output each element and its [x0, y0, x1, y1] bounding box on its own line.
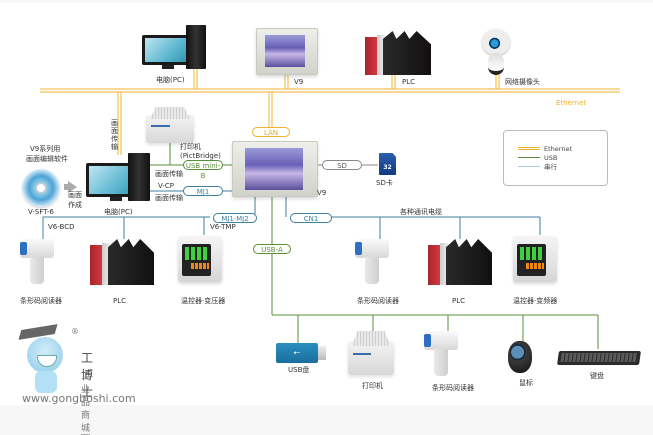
v6-bcd-label: V6-BCD — [48, 223, 75, 231]
lan-pill: LAN — [252, 127, 290, 137]
arrow-label-1: 画面 — [68, 191, 82, 199]
printer-label-2: (PictBridge) — [180, 152, 221, 160]
plc-top-label: PLC — [402, 78, 416, 86]
printer-icon — [348, 330, 394, 375]
software-product: V-SFT-6 — [28, 208, 54, 216]
left-tmp-label: 温控器·变压器 — [181, 297, 226, 305]
right-barcode-label: 条形码阅读器 — [357, 297, 399, 305]
usb-mini-label: 画面传输 — [155, 170, 183, 178]
monitor-icon — [142, 35, 194, 65]
sd-capacity: 32 — [383, 164, 392, 171]
left-plc-label: PLC — [113, 297, 127, 305]
usb-drive-icon: ⭠ — [276, 343, 318, 363]
pc-top-label: 电脑(PC) — [156, 76, 185, 84]
keyboard-label: 键盘 — [590, 372, 604, 380]
registered-mark: ® — [71, 327, 79, 336]
serial-lines — [42, 190, 541, 239]
barcode-reader-icon — [20, 239, 54, 287]
software-line2: 画面编辑软件 — [26, 155, 68, 163]
plc-icon — [90, 239, 154, 285]
ethernet-bus-label: Ethernet — [556, 99, 587, 107]
sd-pill: SD — [322, 160, 362, 170]
v9-center-hmi — [232, 141, 318, 197]
usb-a-pill: USB-A — [253, 244, 291, 254]
temp-controller-icon — [178, 236, 222, 282]
usb-drive-label: USB盘 — [288, 366, 310, 374]
webcam-label: 网络摄像头 — [505, 78, 540, 86]
sd-card-label: SD卡 — [376, 179, 393, 187]
hmi-screen — [245, 148, 303, 190]
arrow-label-2: 作成 — [68, 201, 82, 209]
hmi-icon — [256, 28, 318, 75]
left-barcode-label: 条形码阅读器 — [20, 297, 62, 305]
pc-mid-label: 电脑(PC) — [104, 208, 133, 216]
v6-tmp-label: V6-TMP — [210, 223, 236, 231]
keyboard-icon — [557, 351, 641, 365]
right-tmp-label: 温控器·变频器 — [513, 297, 558, 305]
mouse-label: 鼠标 — [519, 379, 533, 387]
connection-lines — [40, 69, 620, 349]
v9-top-label: V9 — [294, 78, 304, 86]
mj1-label-top: V-CP — [158, 182, 175, 190]
legend: Ethernet USB 串行 — [503, 130, 608, 186]
barcode-reader-icon — [424, 331, 458, 379]
barcode-reader-icon — [355, 239, 389, 287]
cn1-pill: CN1 — [290, 213, 332, 223]
mouse-icon — [508, 341, 532, 373]
mj1-label-bottom: 画面传输 — [155, 194, 183, 202]
cd-icon — [22, 169, 60, 207]
plc-icon — [428, 239, 492, 285]
sd-card-icon: 32 — [379, 153, 396, 175]
usb-mini-b-pill: USB mini-B — [183, 160, 223, 180]
webcam-icon — [482, 29, 510, 75]
mj1-pill: MJ1 — [183, 186, 223, 196]
pc-tower-icon — [186, 25, 206, 69]
printer-label-1: 打印机 — [180, 143, 201, 151]
usb-printer-label: 打印机 — [362, 382, 383, 390]
system-diagram: 电脑(PC) V9 PLC 网络摄像头 Ethernet V9系列用 画面编辑软… — [0, 3, 653, 435]
pc-vertical-label: 画面传输 — [111, 119, 118, 151]
watermark-brand: 工博士 — [81, 351, 98, 399]
printer-icon — [146, 106, 194, 143]
usb-barcode-label: 条形码阅读器 — [432, 384, 474, 392]
software-line1: V9系列用 — [30, 145, 61, 153]
cn1-cable-label: 各种通讯电缆 — [400, 208, 442, 216]
watermark-url: www.gongboshi.com — [22, 392, 136, 405]
arrow-right-icon — [68, 181, 77, 193]
mj1-mj2-pill: MJ1·MJ2 — [213, 213, 257, 223]
pc-tower-icon — [128, 153, 150, 201]
right-plc-label: PLC — [452, 297, 466, 305]
plc-icon — [365, 31, 431, 75]
temp-controller-icon — [513, 236, 557, 282]
v9-center-label: V9 — [317, 189, 327, 197]
